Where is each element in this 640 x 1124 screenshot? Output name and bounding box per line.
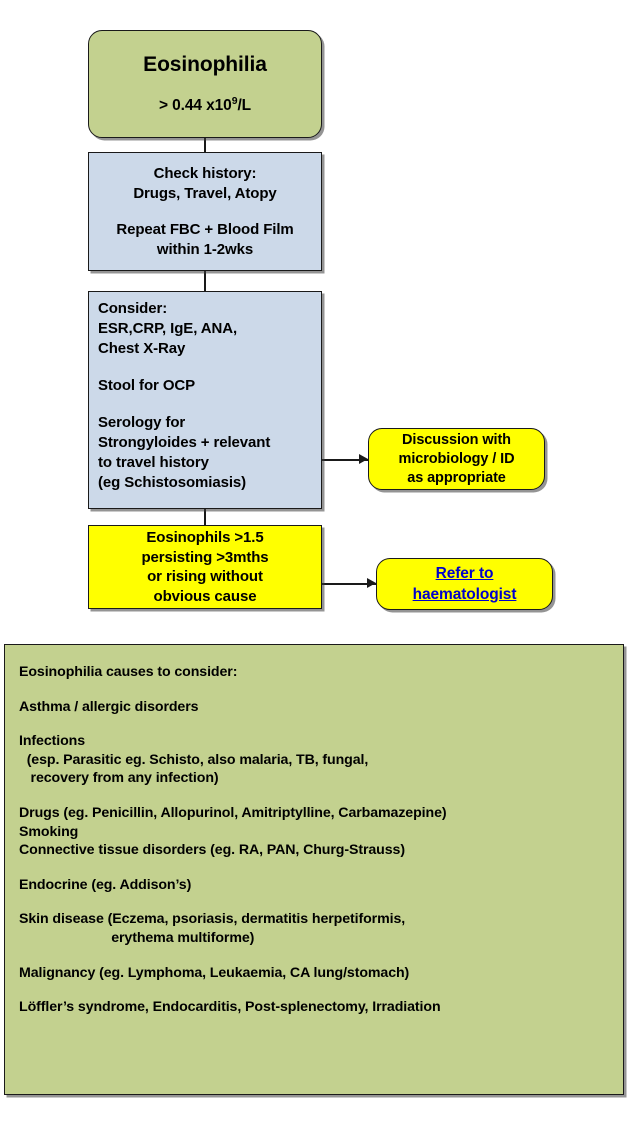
node-eosinophilia: Eosinophilia > 0.44 x109/L (88, 30, 322, 138)
node-eosinophils-threshold: Eosinophils >1.5 persisting >3mths or ri… (88, 525, 322, 609)
threshold-line-2: persisting >3mths (141, 548, 269, 566)
check-history-line-1: Check history: (153, 165, 257, 182)
causes-skin-disease: Skin disease (Eczema, psoriasis, dermati… (19, 911, 406, 946)
consider-serology-line-3: to travel history (98, 454, 209, 471)
discussion-line-3: as appropriate (407, 469, 506, 486)
check-history-line-3: Repeat FBC + Blood Film (116, 221, 294, 238)
connector-consider-to-threshold (204, 509, 206, 526)
node-check-history: Check history: Drugs, Travel, Atopy Repe… (88, 152, 322, 271)
arrowhead-refer (367, 578, 376, 588)
check-history-line-2: Drugs, Travel, Atopy (133, 184, 277, 202)
threshold-suffix: /L (237, 97, 252, 115)
arrowhead-discussion (359, 454, 368, 464)
causes-other: Löffler’s syndrome, Endocarditis, Post-s… (19, 999, 441, 1016)
connector-check-history-to-consider (204, 271, 206, 292)
connector-threshold-to-refer (322, 583, 376, 585)
consider-para-3: Serology for Strongyloides + relevant to… (98, 413, 312, 493)
causes-drugs: Drugs (eg. Penicillin, Allopurinol, Amit… (19, 804, 447, 859)
consider-line-2: ESR,CRP, IgE, ANA, (98, 320, 238, 337)
connector-consider-to-discussion (322, 459, 368, 461)
panel-eosinophilia-causes: Eosinophilia causes to consider: Asthma … (4, 644, 624, 1095)
threshold-line-4: obvious cause (153, 587, 257, 605)
node-consider: Consider: ESR,CRP, IgE, ANA, Chest X-Ray… (88, 291, 322, 509)
check-history-para-2: Repeat FBC + Blood Film within 1-2wks (97, 220, 313, 259)
threshold-line-3: or rising without (147, 568, 263, 585)
node-eosinophilia-title: Eosinophilia (143, 53, 267, 77)
consider-line-3: Chest X-Ray (98, 340, 186, 357)
node-eosinophilia-threshold: > 0.44 x109/L (99, 92, 311, 115)
node-discussion-microbiology: Discussion with microbiology / ID as app… (368, 428, 545, 490)
causes-heading: Eosinophilia causes to consider: (19, 664, 238, 680)
causes-malignancy: Malignancy (eg. Lymphoma, Leukaemia, CA … (19, 964, 410, 981)
consider-serology-line-4: (eg Schistosomiasis) (98, 474, 247, 491)
threshold-line-1: Eosinophils >1.5 (146, 529, 264, 546)
consider-para-2: Stool for OCP (98, 376, 312, 396)
refer-link-line-2[interactable]: haematologist (412, 586, 517, 603)
check-history-line-4: within 1-2wks (156, 240, 254, 258)
threshold-exponent: 9 (231, 95, 238, 108)
refer-link-line-1[interactable]: Refer to (435, 565, 494, 582)
consider-serology-line-1: Serology for (98, 414, 186, 431)
causes-asthma: Asthma / allergic disorders (19, 698, 199, 715)
check-history-para-1: Check history: Drugs, Travel, Atopy (97, 164, 313, 203)
threshold-prefix: > 0.44 x10 (158, 97, 232, 115)
consider-stool-line: Stool for OCP (98, 377, 196, 394)
causes-endocrine: Endocrine (eg. Addison’s) (19, 876, 192, 893)
connector-start-to-check-history (204, 138, 206, 153)
node-refer-haematologist[interactable]: Refer to haematologist (376, 558, 553, 610)
causes-infections: Infections (esp. Parasitic eg. Schisto, … (19, 733, 369, 787)
consider-line-1: Consider: (98, 300, 168, 317)
discussion-line-2: microbiology / ID (398, 450, 515, 467)
consider-para-1: Consider: ESR,CRP, IgE, ANA, Chest X-Ray (98, 299, 312, 359)
consider-serology-line-2: Strongyloides + relevant (98, 434, 271, 451)
discussion-line-1: Discussion with (402, 431, 511, 448)
